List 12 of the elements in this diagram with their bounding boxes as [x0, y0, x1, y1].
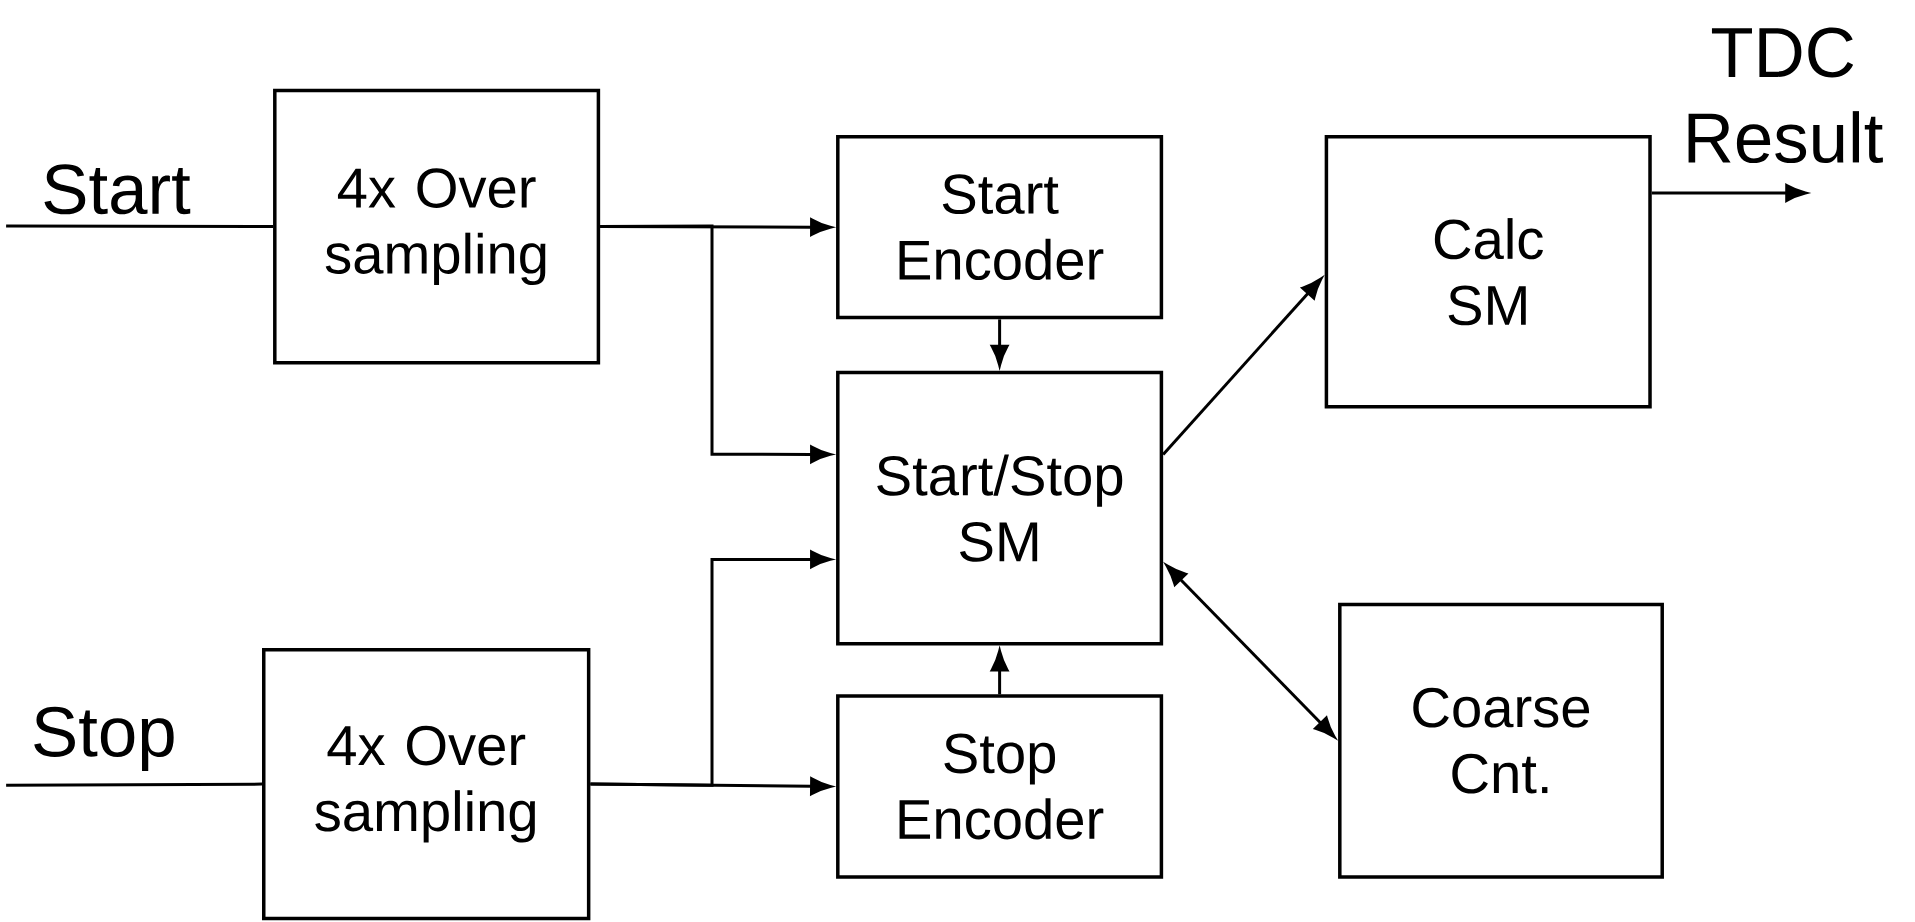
signal-label: TDC Result	[1688, 27, 1883, 164]
block-box: Start/Stop SM	[836, 370, 1164, 646]
block-box: 4x Over sampling	[273, 88, 601, 365]
block-box: 4x Over sampling	[262, 648, 591, 921]
block-box: Coarse Cnt.	[1338, 602, 1664, 879]
block-box: Start Encoder	[836, 135, 1164, 320]
arrow	[1165, 564, 1336, 738]
arrow	[1162, 277, 1323, 456]
signal-label: Stop	[34, 706, 174, 771]
signal-label: Start	[44, 164, 191, 215]
block-box: Stop Encoder	[836, 694, 1164, 879]
block-box: Calc SM	[1324, 135, 1652, 409]
